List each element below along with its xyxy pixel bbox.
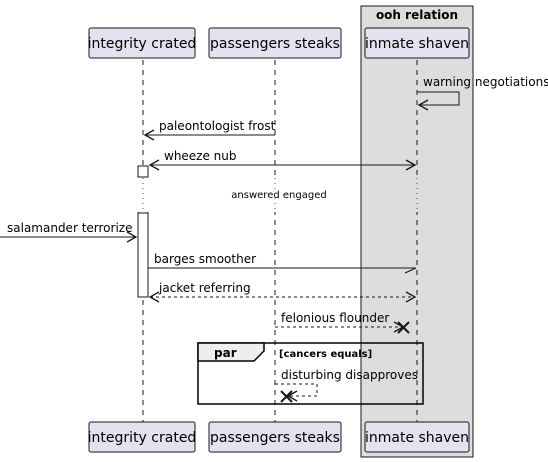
participant-label: passengers steaks xyxy=(210,430,340,446)
participant-label: integrity crated xyxy=(88,36,197,52)
message-wheeze-nub: wheeze nub xyxy=(148,149,417,171)
box-title: ooh relation xyxy=(376,8,458,22)
participant-top-passengers: passengers steaks xyxy=(208,27,342,59)
message-label: disturbing disapproves xyxy=(281,368,418,382)
delay-note: answered engaged xyxy=(231,190,326,201)
activation-bar-bottom xyxy=(137,212,149,298)
destroy-icon xyxy=(280,390,293,403)
participant-top-inmate: inmate shaven xyxy=(364,27,470,59)
fragment-guard: [cancers equals] xyxy=(279,349,372,360)
participant-bottom-passengers: passengers steaks xyxy=(208,421,342,453)
participant-label: inmate shaven xyxy=(365,36,469,52)
message-label: jacket referring xyxy=(158,281,251,295)
participant-label: inmate shaven xyxy=(365,430,469,446)
message-label: salamander terrorize xyxy=(7,221,132,235)
message-salamander-terrorize: salamander terrorize xyxy=(0,221,138,243)
participant-bottom-integrity: integrity crated xyxy=(88,421,197,453)
message-label: felonious flounder xyxy=(281,311,389,325)
activation-bar-top xyxy=(137,165,149,178)
message-felonious-flounder: felonious flounder xyxy=(275,311,410,334)
participant-label: integrity crated xyxy=(88,430,197,446)
fragment-operator: par xyxy=(214,346,237,360)
message-barges-smoother: barges smoother xyxy=(148,252,417,274)
delay-gap-box xyxy=(361,177,473,212)
message-jacket-referring: jacket referring xyxy=(148,281,417,303)
message-label: barges smoother xyxy=(154,252,256,266)
message-label: warning negotiations xyxy=(423,75,548,89)
message-label: wheeze nub xyxy=(164,149,237,163)
participant-bottom-inmate: inmate shaven xyxy=(364,421,470,453)
par-fragment: par [cancers equals] xyxy=(197,342,424,405)
destroy-icon xyxy=(397,321,410,334)
message-warning-negotiations: warning negotiations xyxy=(417,75,548,111)
participant-label: passengers steaks xyxy=(210,36,340,52)
message-label: paleontologist frost xyxy=(159,119,276,133)
participant-top-integrity: integrity crated xyxy=(88,27,197,59)
message-paleontologist-frost: paleontologist frost xyxy=(143,119,276,141)
message-disturbing-disapproves: disturbing disapproves xyxy=(275,368,418,403)
